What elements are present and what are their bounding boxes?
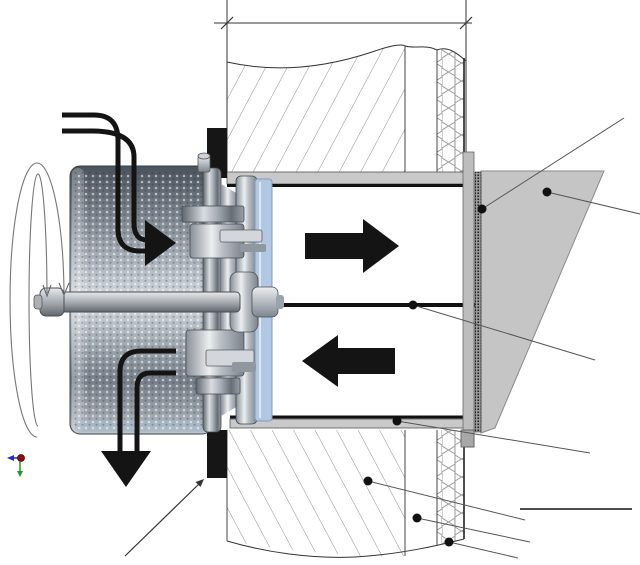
room-airflow-arrowheads	[101, 220, 176, 487]
callout-dot-exterior-hood	[542, 187, 552, 197]
orientation-triad	[7, 454, 25, 477]
intake-flow-arrowhead	[145, 220, 176, 266]
intake-flow-line-inner	[62, 128, 148, 243]
dimension-tick-icon	[459, 16, 473, 30]
axis-x-arrow-icon	[7, 455, 14, 461]
insulation-honeycomb	[437, 49, 464, 174]
callout-dot-duct-divider	[408, 300, 418, 310]
exterior-frame-bar	[462, 151, 475, 448]
wall-break-line	[226, 538, 465, 558]
callout-layer	[124, 117, 640, 559]
exhaust-duct-arrow	[302, 335, 395, 387]
room-airflow-paths	[62, 112, 176, 451]
exterior-frame	[460, 151, 475, 448]
leader-grille-frame	[481, 117, 625, 210]
rotation-arc-inner	[28, 173, 48, 427]
leader-duct-bottom	[396, 420, 591, 454]
rotation-arrow-icon	[58, 282, 70, 297]
leader-cavity	[416, 517, 531, 543]
discharge-flow-arrowhead	[101, 451, 151, 487]
callout-dot-grille-frame	[477, 204, 487, 214]
axis-y-arrow-icon	[17, 471, 23, 477]
supply-duct-arrow-head	[363, 219, 399, 273]
callout-dot-duct-bottom	[392, 416, 402, 426]
duct-airflow-arrows	[302, 219, 399, 387]
fan-motor	[181, 152, 284, 433]
insulation-honeycomb	[437, 430, 464, 545]
fan-nose-cone	[251, 286, 279, 318]
top-wall-section	[226, 44, 467, 176]
bottom-wall-section	[226, 430, 465, 558]
exhaust-duct-arrow-shaft	[337, 348, 395, 374]
installation-pointer-arrow	[124, 482, 201, 557]
rotation-arrow-icon	[42, 284, 52, 298]
leader-masonry	[367, 480, 526, 521]
leader-exterior-hood	[546, 191, 640, 215]
discharge-flow-line-inner	[134, 370, 176, 451]
callout-dot-insulation	[444, 537, 454, 547]
discharge-flow-line-outer	[117, 348, 176, 451]
wall-sleeve-top	[207, 128, 227, 178]
leader-duct-divider	[412, 304, 596, 361]
leader-insulation	[448, 541, 519, 559]
intake-flow-line-outer	[62, 112, 146, 254]
exterior-frame-foot	[460, 429, 475, 448]
exterior-hood	[480, 170, 605, 434]
dimension-tick-icon	[220, 16, 234, 30]
supply-duct-arrow	[305, 219, 399, 273]
callout-dot-cavity	[412, 513, 422, 523]
masonry-hatch	[227, 45, 405, 173]
callout-dot-masonry	[363, 476, 373, 486]
mounting-bar	[33, 287, 241, 317]
rotation-arcs	[9, 162, 70, 438]
rotation-arc-outer	[9, 162, 65, 438]
masonry-hatch	[227, 430, 405, 557]
supply-duct-arrow-shaft	[305, 233, 363, 259]
exhaust-duct-arrow-head	[302, 335, 338, 387]
fan-unit	[33, 152, 284, 435]
axis-origin-icon	[17, 454, 25, 462]
wall-break-line	[226, 44, 467, 69]
installation-pointer-arrow-head	[195, 479, 204, 487]
wall-sleeve-bottom	[207, 430, 227, 478]
exterior-grille-strip	[474, 171, 482, 433]
